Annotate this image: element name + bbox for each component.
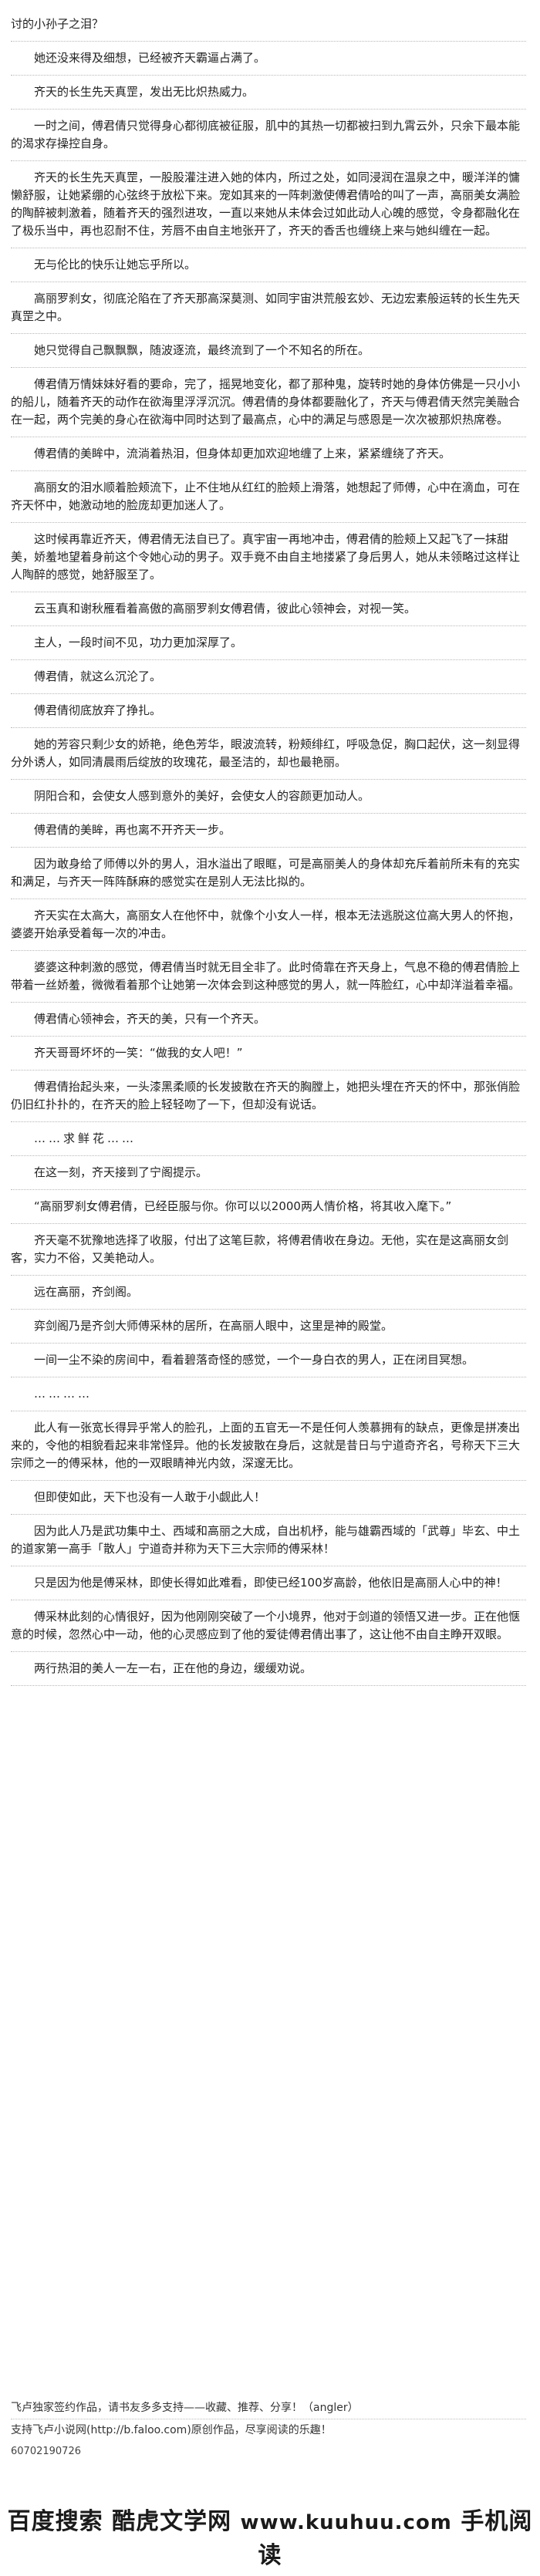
paragraph: 一间一尘不染的房间中，看着碧落奇怪的感觉，一个一身白衣的男人，正在闭目冥想。	[11, 1344, 526, 1377]
support-line: 支持飞卢小说网(http://b.faloo.com)原创作品，尽享阅读的乐趣！	[11, 2424, 332, 2436]
paragraph: 她的芳容只剩少女的娇艳，绝色芳华，眼波流转，粉颊绯红，呼吸急促，胸口起伏，这一刻…	[11, 728, 526, 780]
paragraph: 一时之间，傅君倩只觉得身心都彻底被征服，肌中的其热一切都被扫到九霄云外，只余下最…	[11, 110, 526, 161]
paragraph: 她只觉得自己飘飘飘，随波逐流，最终流到了一个不知名的所在。	[11, 334, 526, 368]
paragraph: 傅君倩的美眸，再也离不开齐天一步。	[11, 814, 526, 848]
paragraph: 因为此人乃是武功集中土、西域和高丽之大成，自出机杼，能与雄霸西域的「武尊」毕玄、…	[11, 1515, 526, 1566]
paragraph: 在这一刻，齐天接到了宁阁提示。	[11, 1156, 526, 1190]
chapter-footer: 飞卢独家签约作品，请书友多多支持——收藏、推荐、分享！（angler） 支持飞卢…	[11, 2397, 526, 2463]
paragraph: 只是因为他是傅采林，即使长得如此难看，即使已经100岁高龄，他依旧是高丽人心中的…	[11, 1566, 526, 1600]
watermark-mobile: 手机阅读	[258, 2508, 533, 2569]
paragraph: 齐天的长生先天真罡，一股股灌注进入她的体内，所过之处，如同浸润在温泉之中，暖洋洋…	[11, 161, 526, 248]
paragraph: 齐天毫不犹豫地选择了收服，付出了这笔巨款，将傅君倩收在身边。无他，实在是这高丽女…	[11, 1224, 526, 1276]
chapter-id: 60702190726	[11, 2446, 81, 2457]
paragraph: 无与伦比的快乐让她忘乎所以。	[11, 248, 526, 282]
paragraph: 齐天的长生先天真罡，发出无比炽热威力。	[11, 76, 526, 110]
paragraph: 傅君倩万情妹妹好看的要命，完了，摇晃地变化，都了那种鬼，旋转时她的身体仿佛是一只…	[11, 368, 526, 437]
paragraph: 傅君倩抬起头来，一头漆黑柔顺的长发披散在齐天的胸膛上，她把头埋在齐天的怀中，那张…	[11, 1071, 526, 1122]
watermark-search: 百度搜索	[7, 2508, 103, 2535]
paragraph: 高丽罗刹女，彻底沦陷在了齐天那高深莫测、如同宇宙洪荒般玄妙、无边宏素般运转的长生…	[11, 282, 526, 334]
paragraph: 高丽女的泪水顺着脸颊流下，止不住地从红红的脸颊上滑落，她想起了师傅，心中在滴血，…	[11, 471, 526, 523]
paragraph: 阴阳合和，会使女人感到意外的美好，会使女人的容颜更加动人。	[11, 780, 526, 814]
paragraph: 讨的小孙子之泪？	[11, 8, 526, 42]
signature-line: 飞卢独家签约作品，请书友多多支持——收藏、推荐、分享！（angler）	[11, 2397, 526, 2419]
paragraph: 云玉真和谢秋雁看着高傲的高丽罗刹女傅君倩，彼此心领神会，对视一笑。	[11, 592, 526, 626]
paragraph: 主人，一段时间不见，功力更加深厚了。	[11, 626, 526, 660]
watermark-url: www.kuuhuu.com	[240, 2511, 452, 2534]
paragraph: 傅君倩心领神会，齐天的美，只有一个齐天。	[11, 1003, 526, 1037]
paragraph: 弈剑阁乃是齐剑大师傅采林的居所，在高丽人眼中，这里是神的殿堂。	[11, 1310, 526, 1344]
section-separator: ……求鲜花……	[11, 1122, 526, 1156]
paragraph: 因为敢身给了师傅以外的男人，泪水溢出了眼眶，可是高丽美人的身体却充斥着前所未有的…	[11, 848, 526, 899]
site-watermark: 百度搜索 酷虎文学网 www.kuuhuu.com 手机阅读	[0, 2502, 540, 2570]
section-separator: …………	[11, 1377, 526, 1411]
paragraph: 傅君倩的美眸中，流淌着热泪，但身体却更加欢迎地缠了上来，紧紧缠绕了齐天。	[11, 437, 526, 471]
paragraph: 她还没来得及细想，已经被齐天霸逼占满了。	[11, 42, 526, 76]
paragraph: “高丽罗刹女傅君倩，已经臣服与你。你可以以2000两人情价格，将其收入麾下。”	[11, 1190, 526, 1224]
paragraph: 傅君倩彻底放弃了挣扎。	[11, 694, 526, 728]
paragraph: 傅君倩，就这么沉沦了。	[11, 660, 526, 694]
paragraph: 此人有一张宽长得异乎常人的脸孔，上面的五官无一不是任何人羡慕拥有的缺点，更像是拼…	[11, 1411, 526, 1481]
paragraph: 婆婆这种刺激的感觉，傅君倩当时就无目全非了。此时倚靠在齐天身上，气息不稳的傅君倩…	[11, 951, 526, 1003]
paragraph: 远在高丽，齐剑阁。	[11, 1276, 526, 1310]
paragraph: 这时候再靠近齐天，傅君倩无法自已了。真宇宙一再地冲击，傅君倩的脸颊上又起飞了一抹…	[11, 523, 526, 592]
paragraph: 但即使如此，天下也没有一人敢于小觑此人！	[11, 1481, 526, 1515]
watermark-site: 酷虎文学网	[112, 2508, 232, 2535]
paragraph: 傅采林此刻的心情很好，因为他刚刚突破了一个小境界，他对于剑道的领悟又进一步。正在…	[11, 1600, 526, 1652]
paragraph: 两行热泪的美人一左一右，正在他的身边，缓缓劝说。	[11, 1652, 526, 1686]
paragraph: 齐天哥哥坏坏的一笑：“做我的女人吧！”	[11, 1037, 526, 1071]
paragraph: 齐天实在太高大，高丽女人在他怀中，就像个小女人一样，根本无法逃脱这位高大男人的怀…	[11, 899, 526, 951]
